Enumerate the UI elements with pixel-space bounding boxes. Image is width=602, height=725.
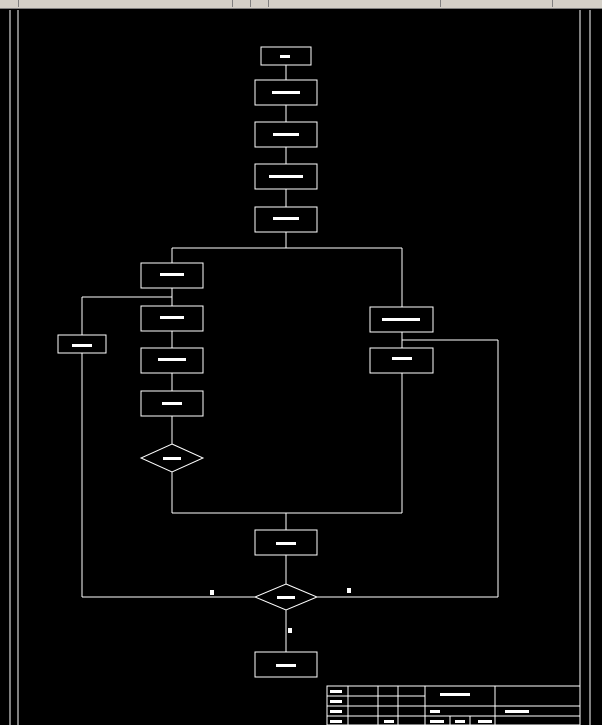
branch-labels — [210, 588, 351, 633]
flow-node-left-branch-1 — [140, 262, 204, 289]
toolbar-dropdown-arrow-icon[interactable] — [222, 0, 233, 7]
toolbar-linetype-combo[interactable] — [442, 0, 553, 7]
flow-node-left-decision — [139, 443, 205, 473]
branch-label-exit — [288, 628, 292, 633]
flow-node-merge-step — [254, 529, 318, 556]
flow-node-right-branch-1 — [369, 306, 434, 333]
flow-node-end — [254, 651, 318, 678]
flow-node-left-branch-2 — [140, 305, 204, 332]
toolbar-layer-combo[interactable] — [290, 0, 441, 7]
toolbar-strip — [0, 0, 602, 9]
flow-node-step-2 — [254, 121, 318, 148]
toolbar-properties-icon[interactable] — [250, 0, 269, 7]
sheet-border — [9, 10, 591, 725]
branch-label-no — [210, 590, 214, 595]
title-block — [326, 685, 581, 725]
flowchart-nodes — [57, 46, 434, 678]
flow-node-step-4 — [254, 206, 318, 233]
toolbar-layer-icon[interactable] — [232, 0, 251, 7]
flow-node-left-branch-4 — [140, 390, 204, 417]
flow-node-start — [260, 46, 312, 66]
branch-label-yes — [347, 588, 351, 593]
flow-node-right-branch-2 — [369, 347, 434, 374]
flow-node-side-box — [57, 334, 107, 354]
flow-node-left-branch-3 — [140, 347, 204, 374]
flow-node-step-3 — [254, 163, 318, 190]
flow-node-step-1 — [254, 79, 318, 106]
flowchart-connectors — [81, 65, 499, 652]
toolbar-icon[interactable] — [0, 0, 19, 7]
flow-node-main-decision — [253, 583, 319, 611]
